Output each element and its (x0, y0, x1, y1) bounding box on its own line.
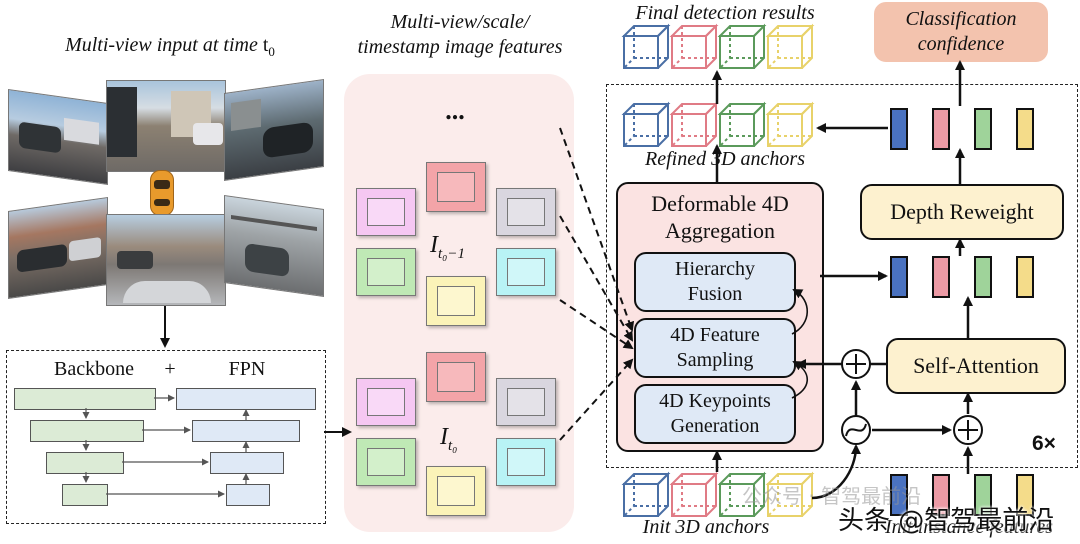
feature-map-cyan (496, 248, 556, 296)
backbone-stage-3 (46, 452, 124, 474)
fpn-level-4 (226, 484, 270, 506)
repeat-label: 6× (1032, 432, 1056, 455)
add-operator-upper (841, 349, 871, 379)
refined-anchor-cubes (623, 103, 813, 147)
feature-map-magenta (356, 378, 416, 426)
feature-map-yellow (426, 276, 486, 326)
feature-map-gray (496, 378, 556, 426)
feature-map-red (426, 352, 486, 402)
aggregation-internal-arrows (791, 289, 809, 399)
input-title-sub: 0 (268, 44, 275, 59)
feature-map-green (356, 248, 416, 296)
feature-group-label-t0: It₀ (440, 424, 457, 455)
instance-feature-bar-top (932, 108, 950, 150)
classification-confidence-box: Classification confidence (874, 2, 1048, 62)
group1-var: I (430, 232, 438, 258)
hierarchy-fusion-box: Hierarchy Fusion (634, 252, 796, 312)
decoder-arrows (712, 60, 973, 500)
backbone-stage-4 (62, 484, 108, 506)
decoder-layer-box (606, 84, 1078, 468)
keypoints-line2: Generation (670, 415, 760, 437)
features-ellipsis: ... (445, 96, 465, 125)
features-title: Multi-view/scale/ timestamp image featur… (330, 10, 590, 60)
group2-sub: t₀ (448, 437, 458, 454)
group1-sub: t₀−1 (438, 245, 466, 262)
feature-map-cyan (496, 438, 556, 486)
hierarchy-line2: Fusion (687, 283, 743, 305)
feature-map-magenta (356, 188, 416, 236)
plus-label: + (164, 358, 176, 380)
feature-sampling-box: 4D Feature Sampling (634, 318, 796, 378)
instance-feature-bar-init (974, 474, 992, 516)
self-attention-box: Self-Attention (886, 338, 1066, 394)
feature-map-green (356, 438, 416, 486)
instance-feature-bar-init (932, 474, 950, 516)
watermark-line1: 公众号 · 智驾最前沿 (742, 484, 922, 508)
classification-line1: Classification (905, 8, 1017, 30)
group2-var: I (440, 424, 448, 450)
backbone-label: Backbone (54, 358, 134, 380)
features-title-line2: timestamp image features (357, 36, 563, 58)
deformable-title: Deformable 4D Aggregation (651, 190, 788, 244)
instance-feature-bar-init (1016, 474, 1034, 516)
add-operator-lower (953, 415, 983, 445)
instance-feature-bar-top (974, 108, 992, 150)
instance-feature-bar-middle (974, 256, 992, 298)
sampling-line2: Sampling (676, 349, 754, 371)
backbone-stage-2 (30, 420, 144, 442)
instance-feature-bar-middle (890, 256, 908, 298)
encode-operator (841, 415, 871, 445)
refined-anchors-label: Refined 3D anchors (645, 148, 805, 170)
backbone-fpn-box (6, 350, 326, 524)
input-title: Multi-view input at time t0 (20, 34, 320, 60)
watermark-brand: 头条 @智驾最前沿 (838, 500, 1054, 537)
depth-reweight-box: Depth Reweight (860, 184, 1064, 240)
fpn-label: FPN (228, 358, 266, 380)
feature-group-label-t0-minus-1: It₀−1 (430, 232, 465, 263)
init-anchors-label: Init 3D anchors (642, 516, 770, 538)
instance-feature-bar-middle (1016, 256, 1034, 298)
watermark-text: 公众号 · 智驾最前沿 (742, 480, 921, 509)
final-results-label: Final detection results (635, 2, 815, 24)
deformable-line2: Aggregation (665, 218, 775, 243)
classification-line2: confidence (917, 33, 1005, 55)
features-title-line1: Multi-view/scale/ (390, 11, 530, 33)
keypoints-line1: 4D Keypoints (659, 390, 771, 412)
feature-map-gray (496, 188, 556, 236)
camera-image-front (106, 80, 226, 172)
init-features-label: Init instance features (884, 516, 1054, 538)
sampling-line1: 4D Feature (670, 324, 760, 346)
feature-map-red (426, 162, 486, 212)
hierarchy-line1: Hierarchy (675, 258, 755, 280)
instance-feature-bar-top (890, 108, 908, 150)
keypoints-generation-box: 4D Keypoints Generation (634, 384, 796, 444)
instance-feature-bar-top (1016, 108, 1034, 150)
feature-sampling-arrows (559, 127, 635, 441)
final-detection-cubes (623, 25, 813, 69)
input-title-text: Multi-view input at time (65, 34, 263, 56)
fpn-internal-arrows (82, 394, 250, 498)
depth-reweight-label: Depth Reweight (890, 199, 1034, 224)
instance-feature-bar-init (890, 474, 908, 516)
deformable-line1: Deformable 4D (651, 191, 789, 216)
self-attention-label: Self-Attention (913, 353, 1039, 378)
instance-feature-bar-middle (932, 256, 950, 298)
feature-map-yellow (426, 466, 486, 516)
input-title-var: t (262, 34, 269, 56)
backbone-stage-1 (14, 388, 156, 410)
watermark-line2: 头条 @智驾最前沿 (838, 506, 1055, 536)
